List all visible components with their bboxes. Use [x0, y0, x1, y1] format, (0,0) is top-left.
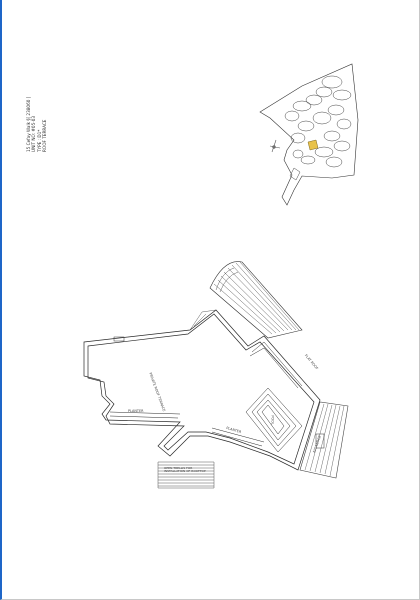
highlighted-unit-marker	[307, 139, 319, 151]
pool	[245, 387, 303, 453]
north-arrow-icon	[269, 139, 281, 153]
label-box	[315, 433, 325, 449]
ac-ledge-hatch	[299, 401, 349, 479]
label-pergola: OPEN TRELLIS FOR INSTALLATION OF ROOFTOP	[164, 466, 206, 474]
label-box	[113, 336, 125, 342]
plan-outer-wall	[83, 309, 321, 471]
sloped-roof-hatch	[189, 261, 303, 339]
planter-strips	[109, 341, 303, 447]
site-boundary	[259, 63, 359, 206]
pergola-hatch	[157, 461, 215, 489]
label-planter-left: PLANTER	[128, 409, 144, 413]
site-blocks	[284, 75, 352, 181]
label-pool: POOL	[270, 415, 275, 425]
